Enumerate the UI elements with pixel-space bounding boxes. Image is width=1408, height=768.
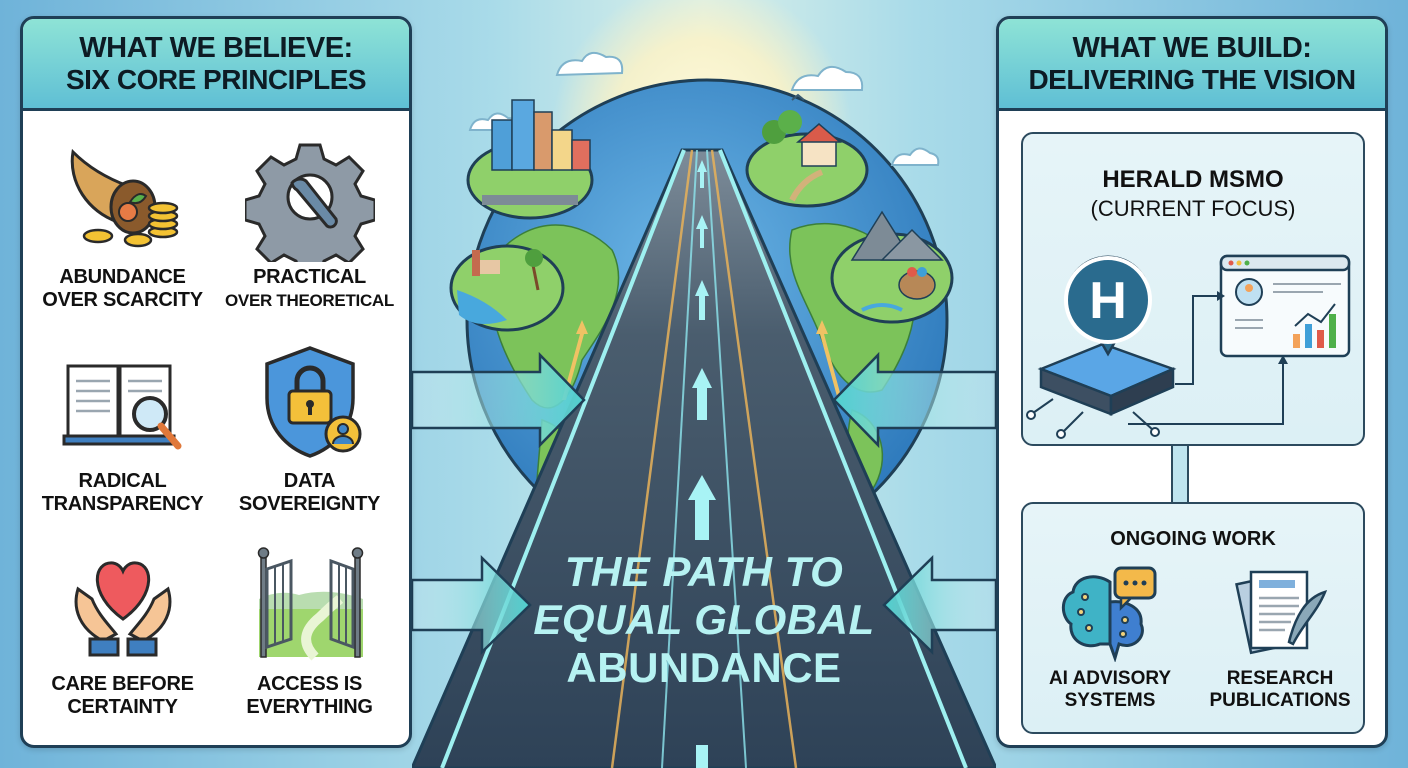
ongoing-work-card: ONGOING WORK AI ADVISORY SYSTEMS bbox=[1021, 502, 1365, 734]
shield-lock-icon bbox=[264, 345, 361, 458]
arrow-left-top-icon bbox=[410, 351, 586, 449]
book-magnifier-icon bbox=[62, 364, 181, 450]
open-gate-icon bbox=[257, 547, 363, 661]
ongoing-item-ai-advisory: AI ADVISORY SYSTEMS bbox=[1035, 562, 1185, 712]
arrow-right-bottom-icon bbox=[882, 555, 998, 655]
principle-practical: PRACTICAL OVER THEORETICAL bbox=[216, 124, 403, 328]
road-globe-illustration bbox=[410, 0, 998, 768]
beliefs-panel: WHAT WE BELIEVE: SIX CORE PRINCIPLES ABU… bbox=[20, 16, 412, 748]
build-panel: WHAT WE BUILD: DELIVERING THE VISION HER… bbox=[996, 16, 1388, 748]
beliefs-title: WHAT WE BELIEVE: bbox=[79, 31, 353, 64]
build-subtitle: DELIVERING THE VISION bbox=[1028, 63, 1356, 95]
farm-scene bbox=[745, 110, 869, 208]
path-title-line3: ABUNDANCE bbox=[566, 644, 842, 691]
principle-label: PRACTICAL OVER THEORETICAL bbox=[225, 266, 394, 310]
principle-sovereignty: DATA SOVEREIGNTY bbox=[216, 328, 403, 532]
path-title-line2: EQUAL GLOBAL bbox=[533, 596, 875, 643]
path-title: THE PATH TO EQUAL GLOBAL ABUNDANCE bbox=[412, 548, 996, 692]
principle-label: ACCESS IS EVERYTHING bbox=[246, 673, 373, 719]
beliefs-subtitle: SIX CORE PRINCIPLES bbox=[65, 63, 367, 95]
road bbox=[410, 148, 998, 768]
coast-scene bbox=[449, 244, 565, 332]
brain-chat-icon bbox=[1061, 566, 1157, 662]
build-title: WHAT WE BUILD: bbox=[1072, 31, 1312, 64]
city-scene bbox=[466, 99, 594, 220]
principle-label: RADICAL TRANSPARENCY bbox=[41, 469, 204, 515]
build-body: HERALD MSMO (CURRENT FOCUS) H bbox=[999, 114, 1385, 745]
focus-title: HERALD MSMO bbox=[1102, 166, 1284, 193]
arrow-left-bottom-icon bbox=[410, 555, 532, 655]
documents-quill-icon bbox=[1235, 570, 1328, 655]
bird-icon bbox=[791, 93, 805, 101]
ongoing-item-research: RESEARCH PUBLICATIONS bbox=[1205, 562, 1355, 712]
cornucopia-icon bbox=[70, 148, 178, 248]
principle-access: ACCESS IS EVERYTHING bbox=[216, 531, 403, 735]
mountain-harvest-scene bbox=[830, 210, 954, 324]
ongoing-title: ONGOING WORK bbox=[1110, 528, 1276, 550]
gear-wrench-icon bbox=[244, 143, 375, 262]
principle-abundance: ABUNDANCE OVER SCARCITY bbox=[29, 124, 216, 328]
beliefs-header: WHAT WE BELIEVE: SIX CORE PRINCIPLES bbox=[23, 19, 409, 111]
principle-care: CARE BEFORE CERTAINTY bbox=[29, 531, 216, 735]
principle-transparency: RADICAL TRANSPARENCY bbox=[29, 328, 216, 532]
center-path-illustration: THE PATH TO EQUAL GLOBAL ABUNDANCE bbox=[410, 0, 998, 768]
principles-grid: ABUNDANCE OVER SCARCITY PRACTICAL bbox=[23, 114, 409, 745]
arrow-right-top-icon bbox=[832, 351, 998, 449]
focus-subtitle: (CURRENT FOCUS) bbox=[1090, 196, 1296, 221]
principle-label: ABUNDANCE OVER SCARCITY bbox=[42, 266, 203, 311]
ongoing-item-label: RESEARCH PUBLICATIONS bbox=[1209, 668, 1351, 711]
herald-platform-illustration: H bbox=[1026, 254, 1351, 439]
current-focus-card: HERALD MSMO (CURRENT FOCUS) H bbox=[1021, 132, 1365, 446]
focus-to-ongoing-connector bbox=[1171, 446, 1189, 502]
road-arrows bbox=[688, 160, 716, 768]
hands-heart-icon bbox=[74, 561, 171, 657]
ongoing-item-label: AI ADVISORY SYSTEMS bbox=[1048, 668, 1172, 711]
build-header: WHAT WE BUILD: DELIVERING THE VISION bbox=[999, 19, 1385, 111]
principle-label: DATA SOVEREIGNTY bbox=[238, 469, 381, 515]
path-title-line1: THE PATH TO bbox=[564, 548, 844, 595]
svg-text:H: H bbox=[1089, 272, 1127, 330]
principle-label: CARE BEFORE CERTAINTY bbox=[51, 673, 194, 719]
